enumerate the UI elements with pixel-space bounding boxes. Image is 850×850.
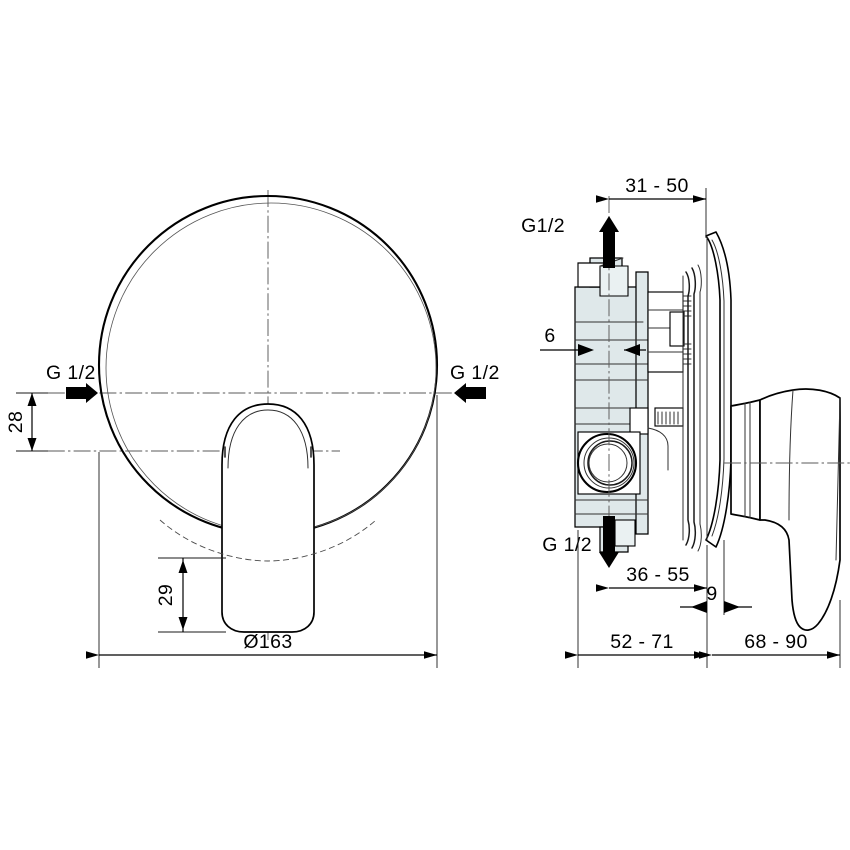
side-dim-9: 9 [680,540,752,615]
side-dim-36-55: 36 - 55 [596,564,707,592]
dim163-label: Ø163 [243,631,292,653]
connection-bottom-arrow-icon [599,516,619,568]
inlet-left-arrow-icon [66,383,98,403]
gasket-strip-3 [697,264,702,552]
dim29-arrow-bottom [178,617,188,630]
body-right-flange [635,271,649,535]
side-view: 31 - 50 G1/2 6 G 1/2 36 - 55 [521,175,850,668]
dim28-label: 28 [5,411,27,434]
handle-body-outline [221,403,315,633]
side-escutcheon-plate [705,231,732,548]
gasket-strip-2 [691,267,697,549]
gasket-strip-1 [685,271,691,546]
connection-top-label: G1/2 [521,215,565,237]
handle-cap-highlight-left [227,409,269,469]
plate-bottom-hidden-arc [159,519,377,562]
handle-cap-highlight-right [267,409,309,469]
side-dim-6: 6 [540,325,646,356]
front-inlet-left: G 1/2 [46,362,98,403]
inlet-right-label: G 1/2 [450,362,500,384]
front-dim-29: 29 [155,557,226,633]
side-connection-bottom: G 1/2 [542,516,619,568]
plate-side-inner-line [711,239,725,537]
plate-side-profile [705,231,732,548]
dim6-arrow-left [578,344,594,356]
front-view: G 1/2 G 1/2 28 29 [5,190,500,668]
dim3150-label: 31 - 50 [625,175,689,197]
front-dim-diameter-163: Ø163 [86,395,438,668]
side-lever-handle [730,388,841,631]
body-top-boss-inner [599,265,629,297]
mid-screw-thread [657,411,679,425]
dim28-arrow-bottom [27,438,37,451]
inlet-left-label: G 1/2 [46,362,96,384]
side-dim-52-71: 52 - 71 [565,530,708,668]
dim6890-label: 68 - 90 [744,631,808,653]
side-connection-top: G1/2 [521,215,619,268]
front-dim-28: 28 [5,392,48,452]
dim9-label: 9 [706,583,717,605]
dim5271-label: 52 - 71 [610,631,674,653]
front-inlet-right: G 1/2 [450,362,500,403]
dim29-label: 29 [155,584,177,607]
dim9-arrow-left [691,601,707,613]
side-gasket-stack [682,264,702,552]
connection-bottom-label: G 1/2 [542,534,592,556]
mid-screw-head [654,407,684,427]
mid-bracket-block [629,407,649,435]
dim6-label: 6 [544,325,555,347]
dim29-arrow-top [178,560,188,573]
dim3655-label: 36 - 55 [626,564,690,586]
connection-top-arrow-icon [599,216,619,268]
outlet-ring-outer [576,432,638,494]
handle-arm-right-edge [835,397,841,561]
cartridge-splines [682,295,692,365]
front-lever-handle [221,403,315,633]
outlet-ring-bore [588,443,628,483]
inlet-right-arrow-icon [454,383,486,403]
cartridge-stem-nut [669,311,685,347]
mid-linkage-curve [647,427,669,471]
dim9-arrow-right [724,601,740,613]
outlet-ring-inner [587,440,633,486]
side-dim-31-50: 31 - 50 [596,175,707,238]
body-bottom-boss-inner [614,519,636,547]
dim28-arrow-top [27,393,37,406]
side-dim-68-90: 68 - 90 [699,600,841,668]
handle-arm-fold-line [788,389,794,521]
